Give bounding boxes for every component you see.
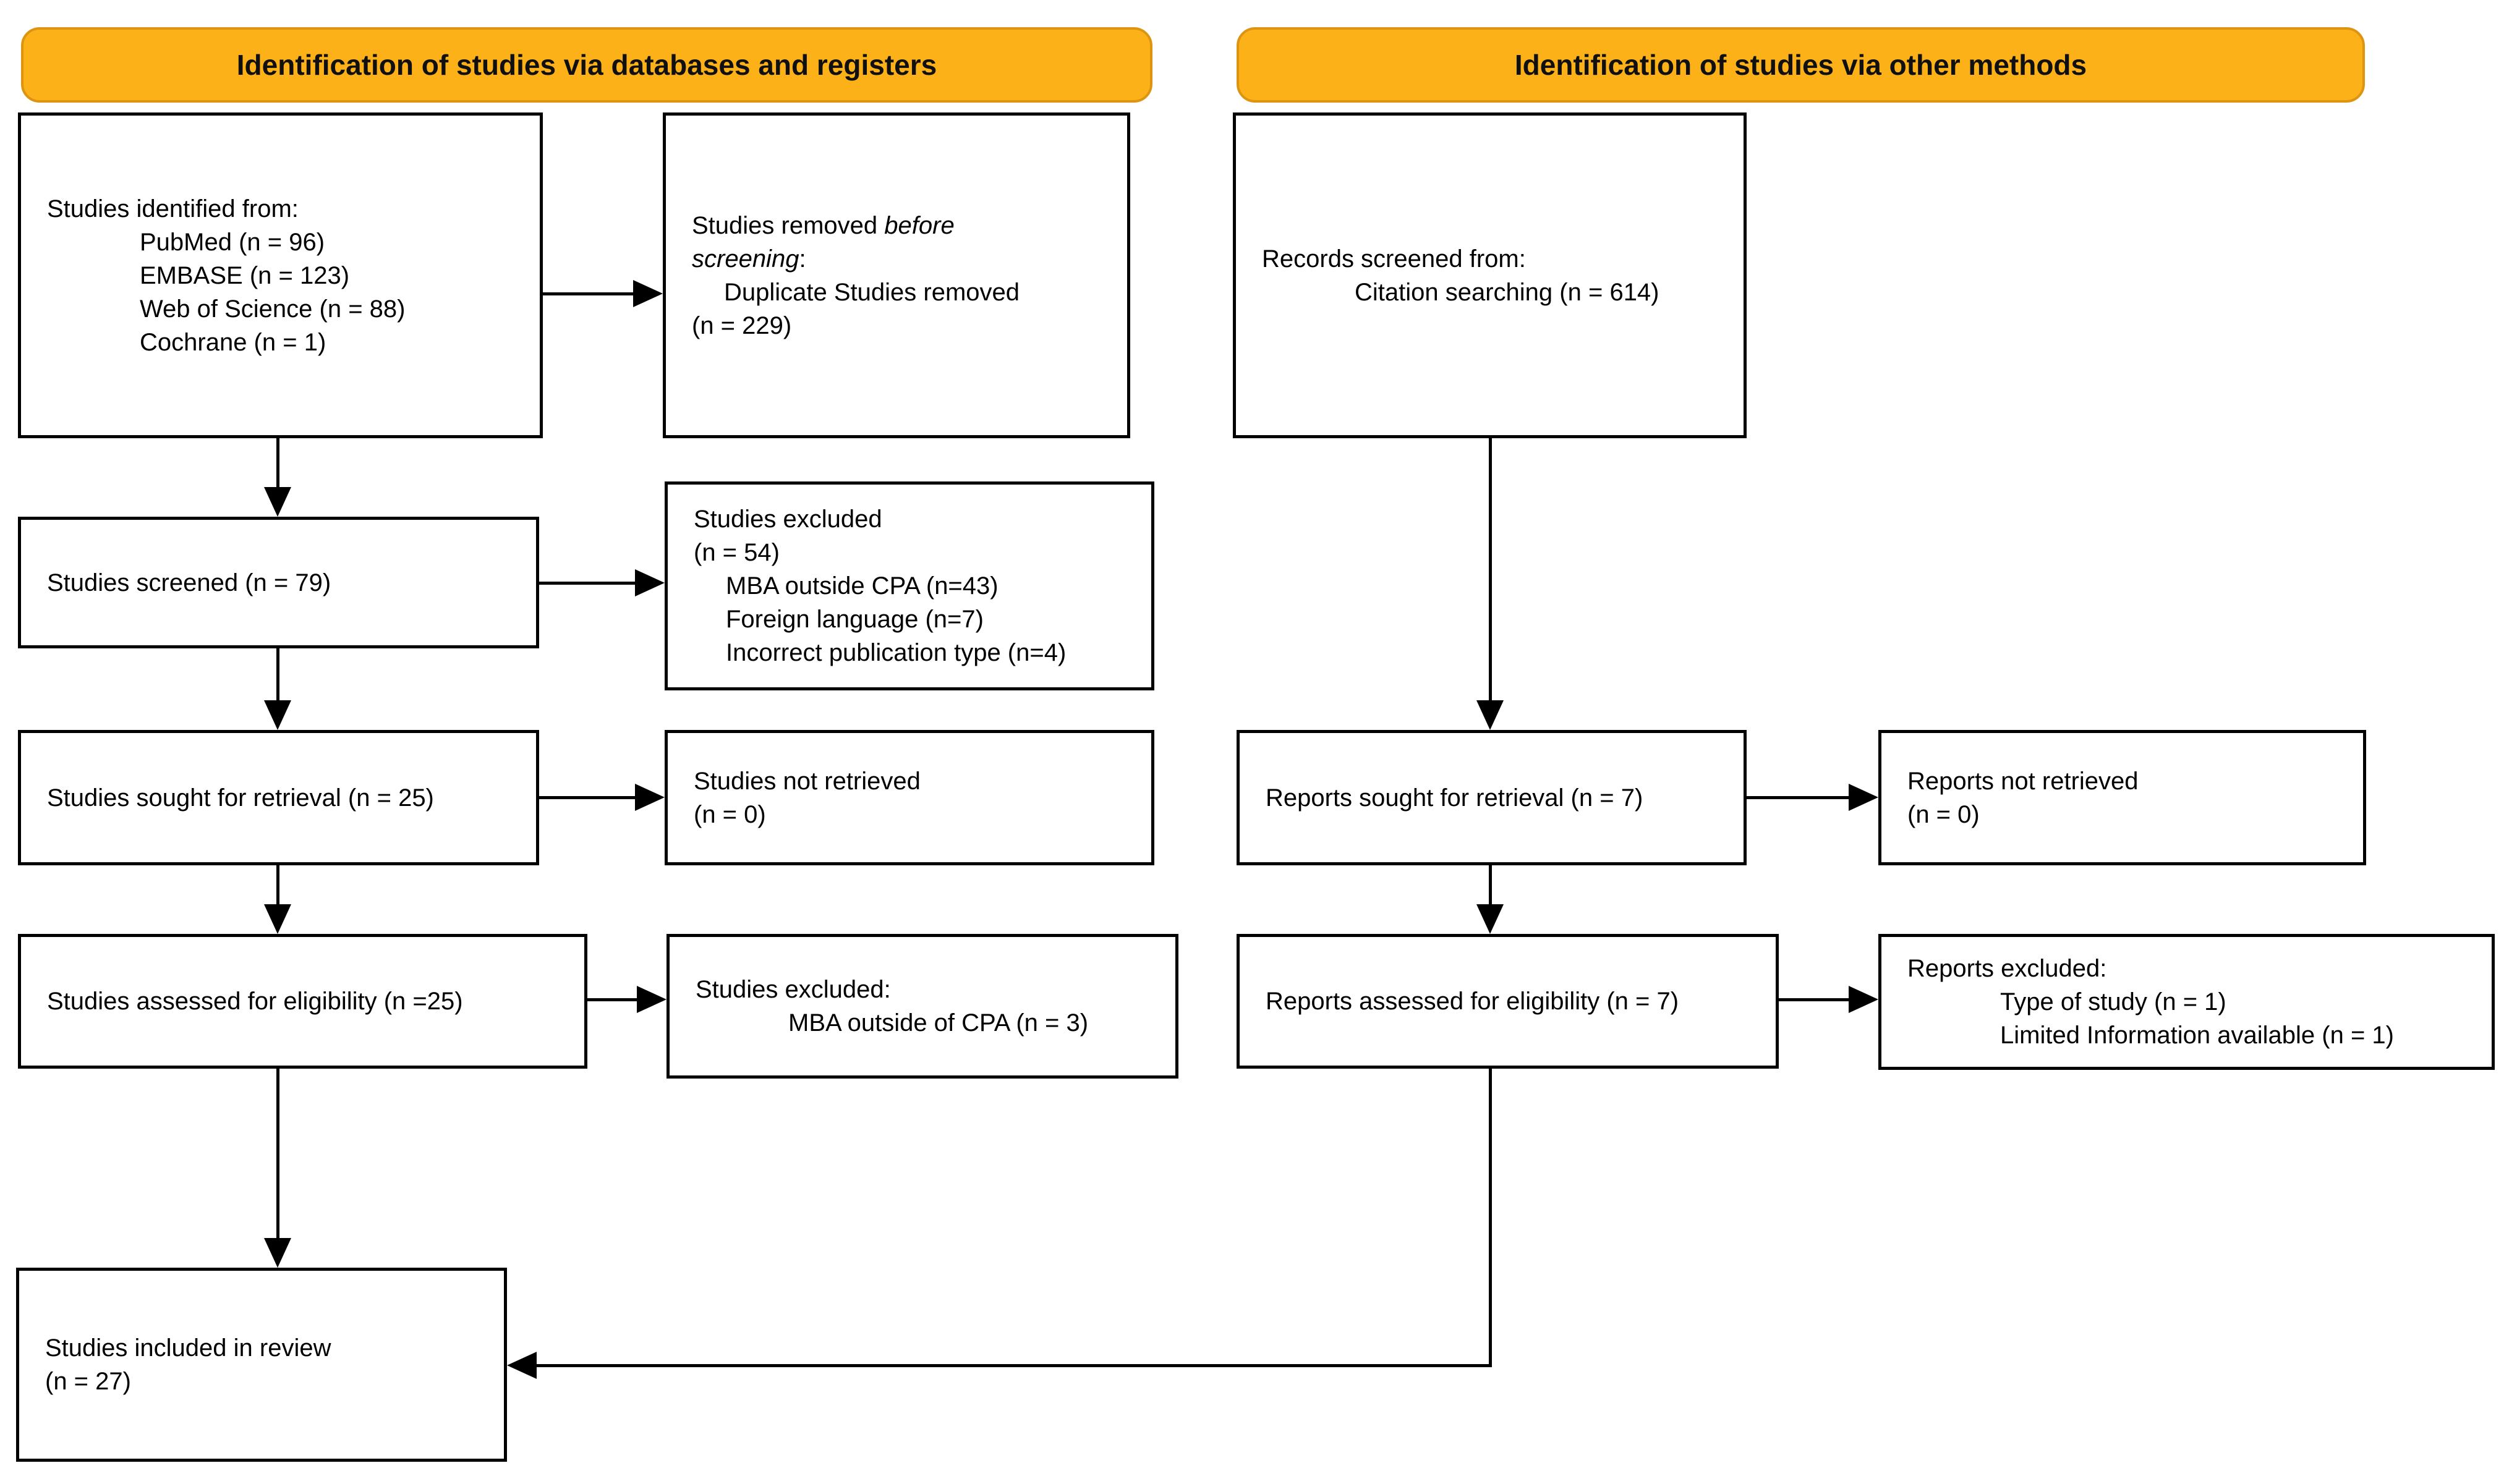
text-line: Studies not retrieved: [694, 767, 921, 795]
arrow-right-icon: [635, 784, 665, 811]
text-line: PubMed (n = 96): [140, 228, 325, 256]
text-line: Web of Science (n = 88): [140, 295, 406, 323]
text-line: screening:: [692, 242, 806, 276]
text-segment-italic: screening: [692, 245, 799, 273]
box-studies-excluded-eligibility: Studies excluded: MBA outside of CPA (n …: [667, 934, 1178, 1079]
box-studies-not-retrieved: Studies not retrieved (n = 0): [665, 730, 1154, 865]
arrow-down-icon: [1476, 904, 1504, 934]
text-line: Reports not retrieved: [1907, 767, 2139, 795]
connector-line: [587, 998, 639, 1001]
connector-line: [543, 292, 636, 295]
text-line: Limited Information available (n = 1): [2000, 1022, 2394, 1049]
box-studies-removed: Studies removed before screening: Duplic…: [663, 112, 1130, 438]
connector-line: [1747, 796, 1850, 799]
box-studies-assessed: Studies assessed for eligibility (n =25): [18, 934, 587, 1069]
text-line: Type of study (n = 1): [2000, 988, 2226, 1015]
text-line: EMBASE (n = 123): [140, 261, 350, 289]
text-line: Incorrect publication type (n=4): [726, 639, 1067, 666]
text-line: Duplicate Studies removed: [724, 278, 1020, 306]
arrow-down-icon: [1476, 700, 1504, 730]
text-segment-italic: before: [884, 211, 955, 239]
text-line: (n = 0): [694, 800, 766, 828]
arrow-down-icon: [264, 1238, 291, 1268]
text-line: Reports sought for retrieval (n = 7): [1266, 784, 1643, 812]
arrow-right-icon: [637, 986, 667, 1013]
arrow-left-icon: [507, 1352, 537, 1379]
connector-line: [276, 1069, 279, 1240]
header-other-methods: Identification of studies via other meth…: [1237, 27, 2365, 103]
text-line: (n = 27): [45, 1368, 131, 1395]
text-line: Studies removed before: [692, 209, 955, 242]
connector-line: [276, 648, 279, 702]
box-reports-excluded: Reports excluded: Type of study (n = 1) …: [1878, 934, 2495, 1070]
text-line: MBA outside CPA (n=43): [726, 572, 999, 600]
text-line: Cochrane (n = 1): [140, 328, 326, 356]
box-reports-sought: Reports sought for retrieval (n = 7): [1237, 730, 1747, 865]
box-reports-not-retrieved: Reports not retrieved (n = 0): [1878, 730, 2366, 865]
connector-line: [1779, 998, 1850, 1001]
arrow-down-icon: [264, 700, 291, 730]
connector-line: [276, 438, 279, 489]
text-line: Studies sought for retrieval (n = 25): [47, 784, 434, 812]
text-line: Records screened from:: [1262, 245, 1526, 273]
box-reports-assessed: Reports assessed for eligibility (n = 7): [1237, 934, 1779, 1069]
text-line: MBA outside of CPA (n = 3): [788, 1009, 1089, 1037]
text-line: (n = 229): [692, 312, 792, 339]
text-line: Studies assessed for eligibility (n =25): [47, 988, 463, 1015]
text-line: Citation searching (n = 614): [1355, 278, 1659, 306]
header-label: Identification of studies via other meth…: [1514, 49, 2087, 81]
arrow-right-icon: [635, 569, 665, 596]
box-studies-sought: Studies sought for retrieval (n = 25): [18, 730, 539, 865]
text-line: Studies excluded:: [696, 976, 891, 1003]
arrow-right-icon: [1849, 784, 1878, 811]
text-line: Studies screened (n = 79): [47, 569, 331, 596]
connector-line: [1489, 438, 1492, 702]
arrow-right-icon: [1849, 986, 1878, 1013]
connector-line: [539, 582, 637, 585]
connector-line: [539, 796, 637, 799]
text-line: Studies included in review: [45, 1334, 331, 1362]
box-studies-included: Studies included in review (n = 27): [16, 1268, 507, 1462]
text-line: (n = 0): [1907, 800, 1980, 828]
text-line: Reports assessed for eligibility (n = 7): [1266, 988, 1679, 1015]
text-line: (n = 54): [694, 539, 780, 566]
text-line: Foreign language (n=7): [726, 606, 984, 633]
box-studies-screened: Studies screened (n = 79): [18, 517, 539, 648]
header-databases-registers: Identification of studies via databases …: [21, 27, 1152, 103]
text-line: Studies identified from:: [47, 195, 299, 223]
connector-line: [1489, 865, 1492, 906]
connector-line: [534, 1364, 1492, 1367]
arrow-right-icon: [633, 280, 663, 307]
text-segment: :: [799, 245, 806, 273]
arrow-down-icon: [264, 487, 291, 517]
header-label: Identification of studies via databases …: [236, 49, 937, 81]
box-studies-identified: Studies identified from: PubMed (n = 96)…: [18, 112, 543, 438]
box-studies-excluded-screening: Studies excluded (n = 54) MBA outside CP…: [665, 481, 1154, 690]
text-line: Studies excluded: [694, 506, 882, 533]
text-segment: Studies removed: [692, 211, 885, 239]
connector-line: [1489, 1069, 1492, 1367]
connector-line: [276, 865, 279, 906]
arrow-down-icon: [264, 904, 291, 934]
box-records-screened: Records screened from: Citation searchin…: [1233, 112, 1747, 438]
text-line: Reports excluded:: [1907, 955, 2107, 982]
